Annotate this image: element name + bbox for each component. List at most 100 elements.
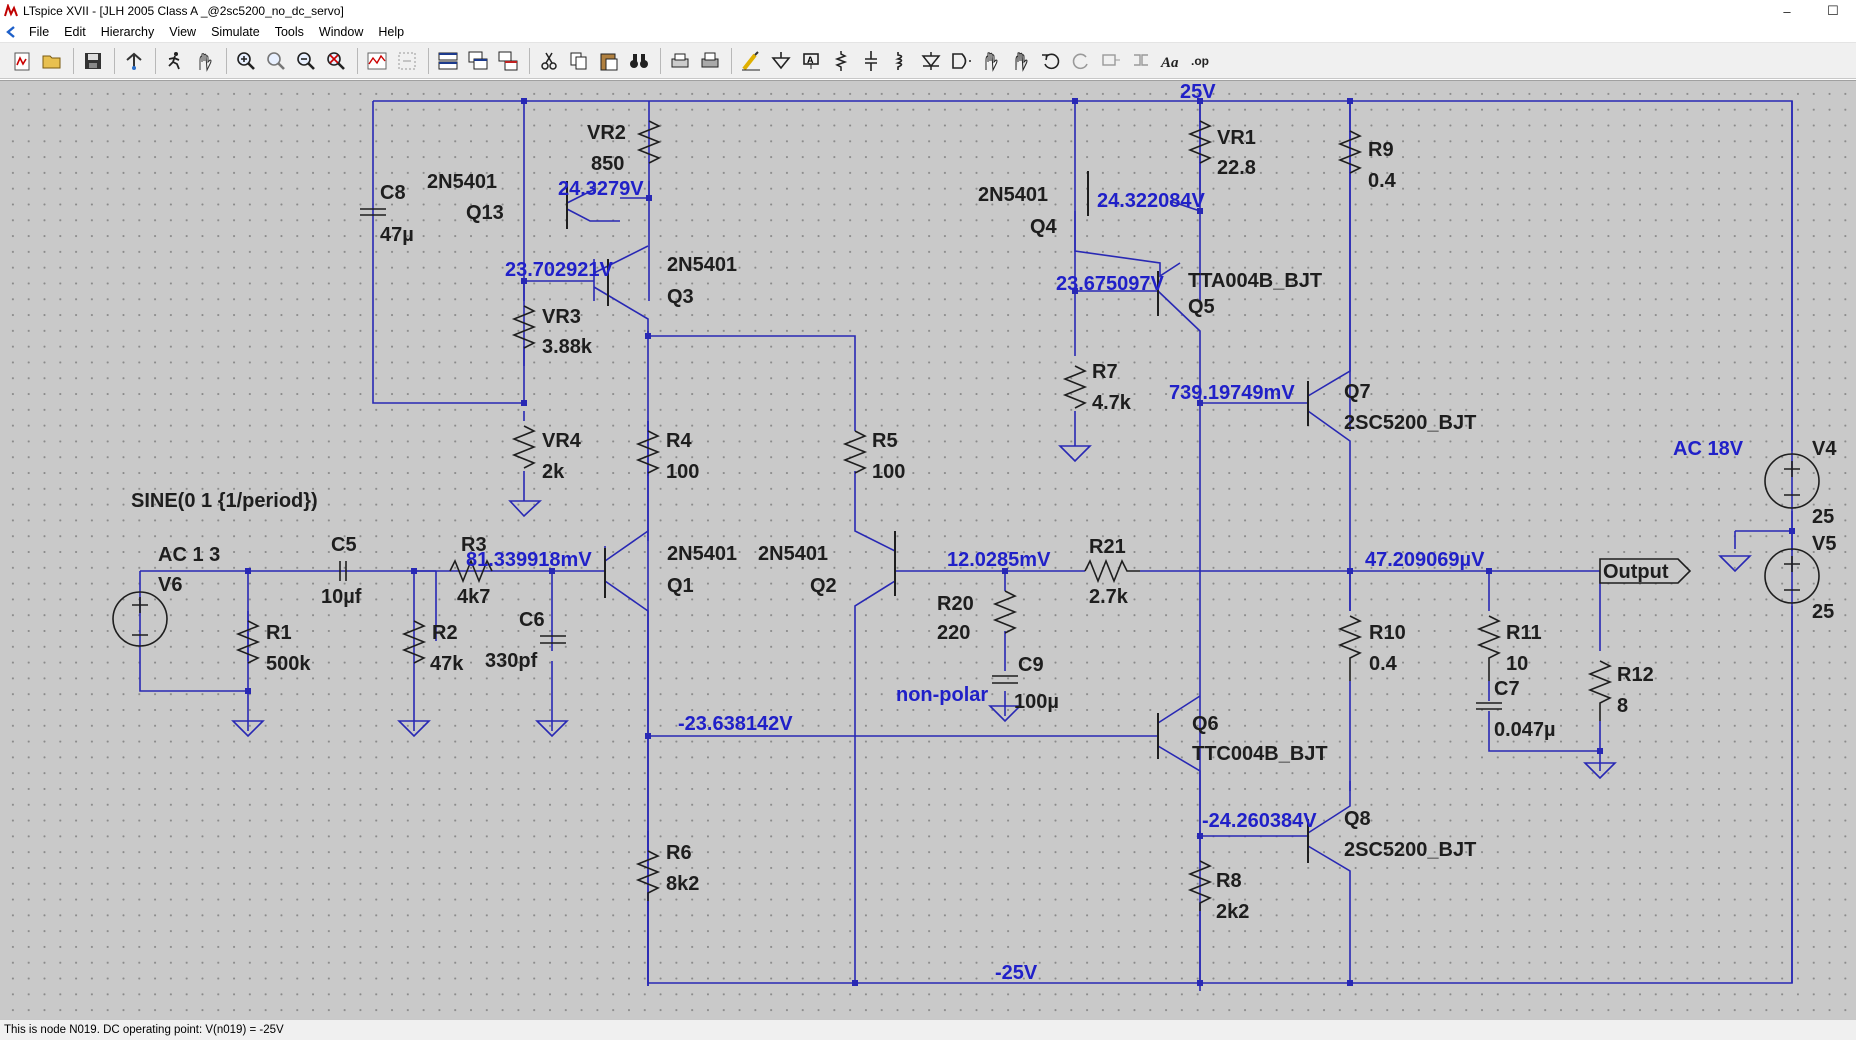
vr2-symbol — [636, 120, 662, 164]
c6-value: 330pf — [485, 650, 538, 672]
menu-help[interactable]: Help — [378, 25, 405, 39]
c6-name: C6 — [519, 609, 545, 631]
menu-hierarchy[interactable]: Hierarchy — [100, 25, 155, 39]
v5-symbol — [1764, 548, 1820, 604]
tile-vertical-icon[interactable] — [494, 47, 522, 75]
r12-name: R12 — [1617, 664, 1654, 686]
resistor-icon[interactable] — [827, 47, 855, 75]
mark-unref-icon[interactable] — [393, 47, 421, 75]
menu-tools[interactable]: Tools — [274, 25, 304, 39]
menu-simulate[interactable]: Simulate — [211, 25, 260, 39]
q13-model: 2N5401 — [427, 171, 497, 193]
maximize-button[interactable]: ☐ — [1827, 3, 1839, 18]
tile-horizontal-icon[interactable] — [434, 47, 462, 75]
zoom-in-icon[interactable] — [232, 47, 260, 75]
node-voltage-q1b: 81.339918mV — [466, 549, 592, 571]
menu-window[interactable]: Window — [318, 25, 364, 39]
q2-model: 2N5401 — [758, 543, 828, 565]
node-voltage-q5b: 23.675097V — [1056, 273, 1165, 295]
menu-edit[interactable]: Edit — [64, 25, 86, 39]
vr4-symbol — [511, 425, 537, 469]
vr2-name: VR2 — [587, 122, 626, 144]
q1-name: Q1 — [667, 575, 694, 597]
move-icon[interactable] — [977, 47, 1005, 75]
drag-icon[interactable] — [1007, 47, 1035, 75]
v4-name: V4 — [1812, 438, 1837, 460]
r20-symbol — [992, 590, 1018, 634]
minimize-button[interactable]: – — [1783, 3, 1791, 19]
status-bar: This is node N019. DC operating point: V… — [0, 1019, 1856, 1040]
node-voltage-labels: 25V -25V 24.3279V 23.702921V 24.322084V … — [466, 81, 1485, 984]
q6-model: TTC004B_BJT — [1192, 743, 1328, 765]
print-icon[interactable] — [666, 47, 694, 75]
menu-view[interactable]: View — [169, 25, 197, 39]
control-panel-icon[interactable] — [120, 47, 148, 75]
vr3-symbol — [511, 305, 537, 349]
q3-name: Q3 — [667, 286, 694, 308]
v6-ac: AC 1 3 — [158, 544, 220, 566]
r2-symbol — [401, 620, 427, 664]
save-icon[interactable] — [79, 47, 107, 75]
undo-icon[interactable] — [1037, 47, 1065, 75]
q1-model: 2N5401 — [667, 543, 737, 565]
vr1-value: 22.8 — [1217, 157, 1256, 179]
zoom-area-icon[interactable] — [262, 47, 290, 75]
schematic-drawing[interactable]: VR2 850 2N5401 Q13 C8 47µ 2N5401 Q3 VR3 … — [0, 81, 1856, 1019]
vr3-name: VR3 — [542, 306, 581, 328]
copy-icon[interactable] — [565, 47, 593, 75]
cascade-icon[interactable] — [464, 47, 492, 75]
component-icon[interactable] — [947, 47, 975, 75]
mirror-icon[interactable] — [1127, 47, 1155, 75]
vr1-name: VR1 — [1217, 127, 1256, 149]
r21-name: R21 — [1089, 536, 1126, 558]
output-flag[interactable] — [1599, 558, 1692, 584]
text-icon[interactable]: Aa — [1157, 47, 1185, 75]
c7-name: C7 — [1494, 678, 1520, 700]
r7-name: R7 — [1092, 361, 1118, 383]
c5-name: C5 — [331, 534, 357, 556]
draw-wire-icon[interactable] — [737, 47, 765, 75]
vr3-value: 3.88k — [542, 336, 593, 358]
zoom-full-icon[interactable] — [322, 47, 350, 75]
ground-icon[interactable] — [767, 47, 795, 75]
r11-symbol — [1476, 615, 1502, 681]
autorange-icon[interactable] — [363, 47, 391, 75]
schematic-canvas[interactable]: VR2 850 2N5401 Q13 C8 47µ 2N5401 Q3 VR3 … — [0, 80, 1856, 1019]
menu-file[interactable]: File — [29, 25, 50, 39]
r20-value: 220 — [937, 622, 970, 644]
r1-value: 500k — [266, 653, 311, 675]
zoom-out-icon[interactable] — [292, 47, 320, 75]
output-label: Output — [1603, 561, 1669, 583]
toolbar: A Aa .op — [0, 43, 1856, 79]
v5-name: V5 — [1812, 533, 1836, 555]
r9-symbol — [1337, 130, 1363, 174]
halt-icon[interactable] — [191, 47, 219, 75]
rotate-icon[interactable] — [1097, 47, 1125, 75]
find-icon[interactable] — [625, 47, 653, 75]
c9-symbol — [992, 675, 1018, 684]
cut-icon[interactable] — [535, 47, 563, 75]
inductor-icon[interactable] — [887, 47, 915, 75]
redo-icon[interactable] — [1067, 47, 1095, 75]
node-voltage-q2b: 12.0285mV — [947, 549, 1051, 571]
junction-dots — [245, 98, 1795, 986]
open-icon[interactable] — [38, 47, 66, 75]
print-preview-icon[interactable] — [696, 47, 724, 75]
toolbar-separator — [731, 47, 732, 74]
r4-value: 100 — [666, 461, 699, 483]
spice-directive-icon[interactable]: .op — [1187, 47, 1215, 75]
q5-name: Q5 — [1188, 296, 1215, 318]
diode-icon[interactable] — [917, 47, 945, 75]
run-icon[interactable] — [161, 47, 189, 75]
r2-name: R2 — [432, 622, 458, 644]
ground-symbols — [231, 445, 1752, 780]
q7-name: Q7 — [1344, 381, 1371, 403]
mdi-child-icon[interactable] — [0, 23, 22, 41]
new-schematic-icon[interactable] — [8, 47, 36, 75]
r10-value: 0.4 — [1369, 653, 1398, 675]
capacitor-icon[interactable] — [857, 47, 885, 75]
label-net-icon[interactable]: A — [797, 47, 825, 75]
paste-icon[interactable] — [595, 47, 623, 75]
r12-value: 8 — [1617, 695, 1628, 717]
toolbar-separator — [226, 47, 227, 74]
